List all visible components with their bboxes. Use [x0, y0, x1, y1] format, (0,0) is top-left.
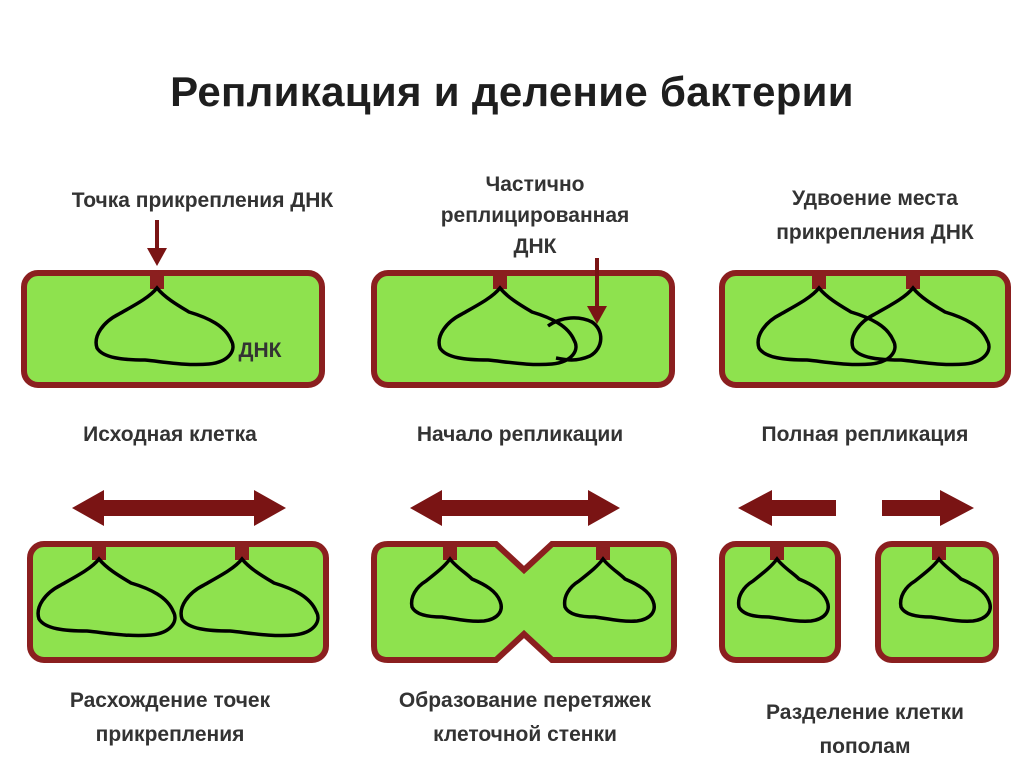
caption-full: Полная репликация: [761, 423, 969, 446]
left-arrow: [738, 490, 836, 526]
attachment-point: [932, 544, 946, 560]
attachment-point: [493, 273, 507, 289]
daughter-cell-left: [719, 541, 841, 663]
attachment-point: [770, 544, 784, 560]
attachment-point: [906, 273, 920, 289]
daughter-cell-right: [875, 541, 999, 663]
cell-constriction: [371, 541, 677, 663]
pointer-arrow-partial: [587, 258, 607, 324]
page-title: Репликация и деление бактерии: [170, 68, 854, 115]
attachment-point: [443, 544, 457, 560]
caption-division-2: пополам: [819, 735, 911, 758]
attachment-point: [92, 544, 106, 560]
double-arrow-1: [72, 490, 286, 526]
attachment-point: [596, 544, 610, 560]
double-arrow-2: [410, 490, 620, 526]
cell-replication-start: [371, 270, 675, 388]
caption-start: Начало репликации: [416, 423, 624, 446]
dna-partial-copy: [546, 316, 603, 362]
caption-separation-2: прикрепления: [95, 723, 245, 746]
cell-initial: [21, 270, 325, 388]
label-doubling-1: Удвоение места: [792, 187, 958, 210]
label-attachment-point: Точка прикрепления ДНК: [71, 189, 334, 212]
caption-initial: Исходная клетка: [83, 423, 257, 446]
cell-full-replication: [719, 270, 1011, 388]
caption-separation-1: Расхождение точек: [69, 689, 271, 712]
label-partial-3: ДНК: [513, 235, 557, 258]
right-arrow: [882, 490, 974, 526]
label-dna: ДНК: [238, 339, 282, 362]
attachment-point: [812, 273, 826, 289]
caption-constriction-2: клеточной стенки: [433, 723, 617, 746]
attachment-point: [235, 544, 249, 560]
label-partial-2: реплицированная: [440, 204, 630, 227]
label-doubling-2: прикрепления ДНК: [776, 221, 974, 244]
caption-division-1: Разделение клетки: [766, 701, 964, 724]
label-partial-1: Частично: [485, 173, 585, 196]
pointer-arrow-attachment: [147, 220, 167, 266]
attachment-point: [150, 273, 164, 289]
cell-separation: [27, 541, 329, 663]
caption-constriction-1: Образование перетяжек: [398, 689, 652, 712]
